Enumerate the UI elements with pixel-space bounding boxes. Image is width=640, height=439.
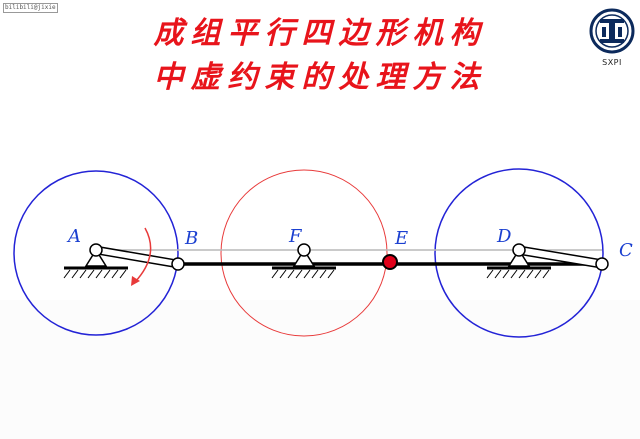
- joint-F: [297, 243, 311, 257]
- circle-A: [13, 170, 179, 336]
- circle-F: [220, 169, 388, 337]
- sxpi-logo-icon: [589, 8, 635, 54]
- circle-D: [434, 168, 604, 338]
- ground-support-F: [271, 248, 336, 279]
- rotation-arrow-icon: [131, 227, 152, 286]
- label-F: F: [288, 226, 303, 247]
- ground-support-D: [486, 248, 551, 279]
- joint-A: [89, 243, 103, 257]
- title-line-2: 中虚约束的处理方法: [153, 60, 487, 95]
- joint-D: [512, 243, 526, 257]
- label-D: D: [496, 226, 512, 247]
- label-B: B: [184, 228, 198, 249]
- joint-B: [171, 257, 185, 271]
- ground-support-A: [63, 248, 128, 279]
- joint-C: [595, 257, 609, 271]
- background-texture: [0, 300, 640, 439]
- label-E: E: [394, 228, 408, 249]
- link-FE: [304, 250, 390, 264]
- label-A: A: [66, 226, 81, 247]
- label-C: C: [619, 240, 633, 261]
- corner-tag: bilibili@jixie: [3, 3, 58, 13]
- title-line-1: 成组平行四边形机构: [153, 16, 487, 51]
- logo-text: SXPI: [602, 58, 622, 67]
- joint-E: [382, 254, 398, 270]
